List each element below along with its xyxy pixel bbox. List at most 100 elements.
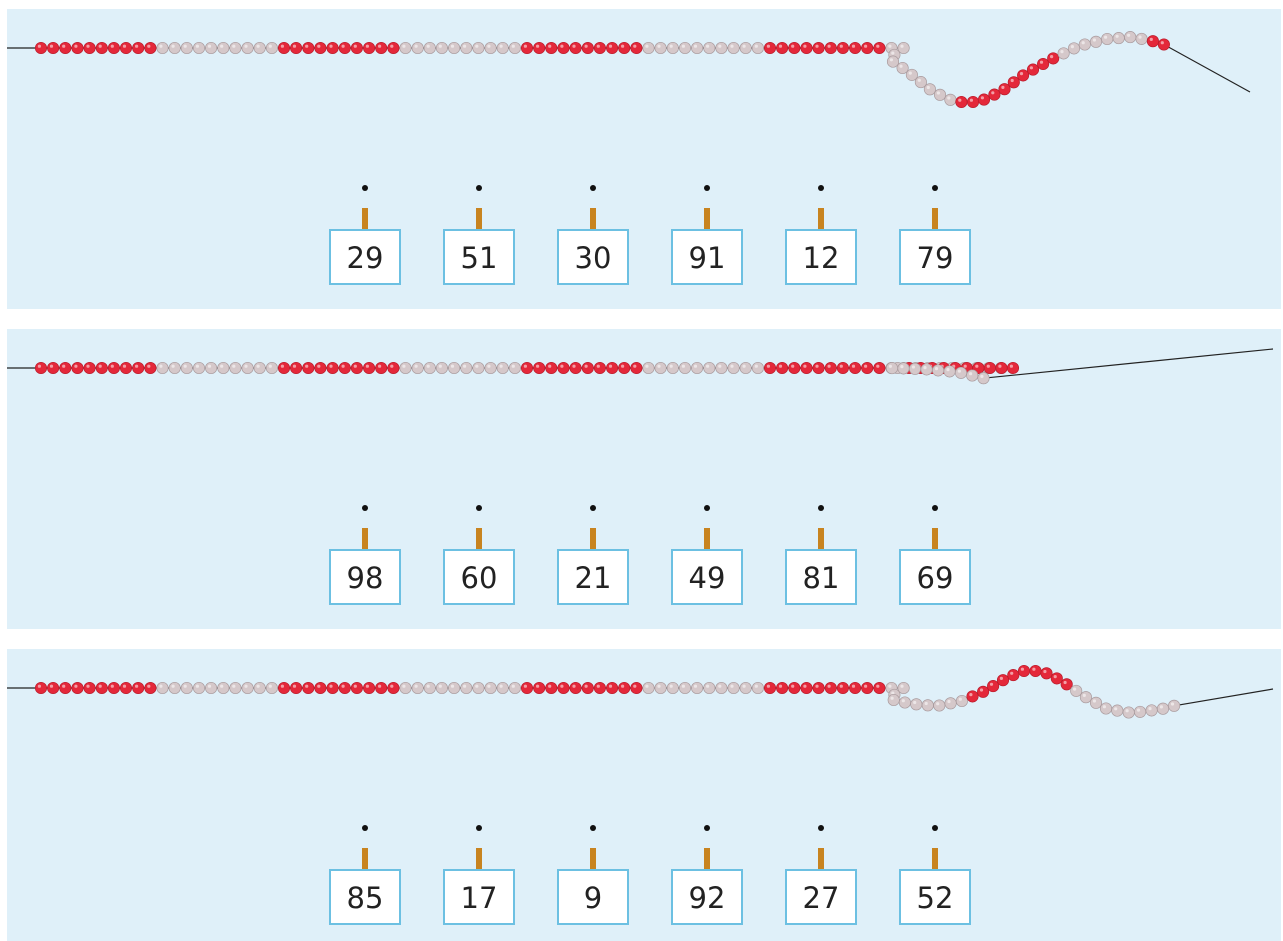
card-number: 81 [802,560,840,595]
grey-bead [423,361,436,375]
bead-highlight [244,44,248,48]
red-bead [375,361,388,375]
number-card[interactable]: 85 [329,869,401,925]
grey-bead [739,41,752,55]
bead-highlight [378,364,382,368]
grey-bead [691,361,704,375]
red-bead [630,681,643,695]
bead-highlight [947,96,951,100]
grey-bead [932,364,945,377]
red-bead [314,681,327,695]
grey-bead [180,361,193,375]
number-card[interactable]: 69 [899,549,971,605]
number-card[interactable]: 12 [785,229,857,285]
bead-highlight [742,684,746,688]
bead-highlight [815,44,819,48]
bead-highlight [523,684,528,688]
grey-bead [156,41,169,55]
bead-string-1 [7,31,1251,109]
number-card[interactable]: 91 [671,229,743,285]
number-card[interactable]: 49 [671,549,743,605]
bead-highlight [390,44,394,48]
number-card[interactable]: 9 [557,869,629,925]
red-bead [350,681,363,695]
bead-highlight [876,44,880,48]
bead-highlight [402,684,406,688]
bead-highlight [980,96,985,100]
red-bead [1040,667,1053,680]
grey-bead [399,361,412,375]
bead-highlight [572,684,576,688]
red-bead [545,361,558,375]
number-card[interactable]: 81 [785,549,857,605]
grey-bead [460,361,473,375]
number-card[interactable]: 79 [899,229,971,285]
grey-bead [905,68,918,81]
number-card[interactable]: 21 [557,549,629,605]
red-bead [995,361,1008,375]
bead-highlight [706,684,710,688]
grey-bead [435,681,448,695]
bead-highlight [329,364,333,368]
bead-highlight [891,51,895,55]
bead-highlight [908,71,912,75]
grey-bead [943,365,956,378]
red-bead [824,681,837,695]
bead-highlight [900,44,904,48]
red-bead [618,361,631,375]
bead-highlight [548,44,552,48]
red-bead [545,681,558,695]
grey-bead [666,681,679,695]
bead-highlight [450,364,455,368]
red-bead [788,681,801,695]
bead-highlight [924,701,928,706]
grey-bead [241,41,254,55]
red-bead [1006,361,1020,375]
red-bead [533,681,546,695]
bead-highlight [450,44,455,48]
red-bead [326,681,339,695]
number-card[interactable]: 98 [329,549,401,605]
grey-bead [253,41,266,55]
bead-highlight [1032,667,1036,671]
bead-highlight [669,684,673,688]
grey-bead [205,361,218,375]
marker-dot [704,825,710,831]
number-card[interactable]: 60 [443,549,515,605]
number-card[interactable]: 29 [329,229,401,285]
grey-bead [642,41,655,55]
bead-highlight [305,364,309,368]
bead-highlight [888,684,892,688]
bead-highlight [657,684,661,688]
bead-highlight [49,364,54,368]
grey-bead [654,41,667,55]
bead-highlight [256,44,260,48]
bead-highlight [1009,364,1014,368]
bead-highlight [365,684,369,688]
marker-dot [932,185,938,191]
number-card[interactable]: 51 [443,229,515,285]
grey-bead [897,41,910,55]
bead-highlight [969,372,973,376]
bead-highlight [815,684,819,688]
number-card[interactable]: 27 [785,869,857,925]
bead-highlight [923,366,927,370]
grey-bead [1101,32,1114,46]
number-card[interactable]: 17 [443,869,515,925]
bead-highlight [122,684,127,688]
peg-icon [932,208,938,238]
red-bead [277,41,291,55]
number-card[interactable]: 52 [899,869,971,925]
bead-highlight [183,44,187,48]
bead-highlight [317,364,321,368]
bead-highlight [958,697,962,701]
grey-bead [399,681,412,695]
number-card[interactable]: 30 [557,229,629,285]
grey-bead [217,41,230,55]
red-bead [387,681,400,695]
grey-bead [205,41,218,55]
bead-highlight [62,364,66,368]
peg-icon [590,848,596,878]
number-card[interactable]: 92 [671,869,743,925]
grey-bead [508,681,521,695]
